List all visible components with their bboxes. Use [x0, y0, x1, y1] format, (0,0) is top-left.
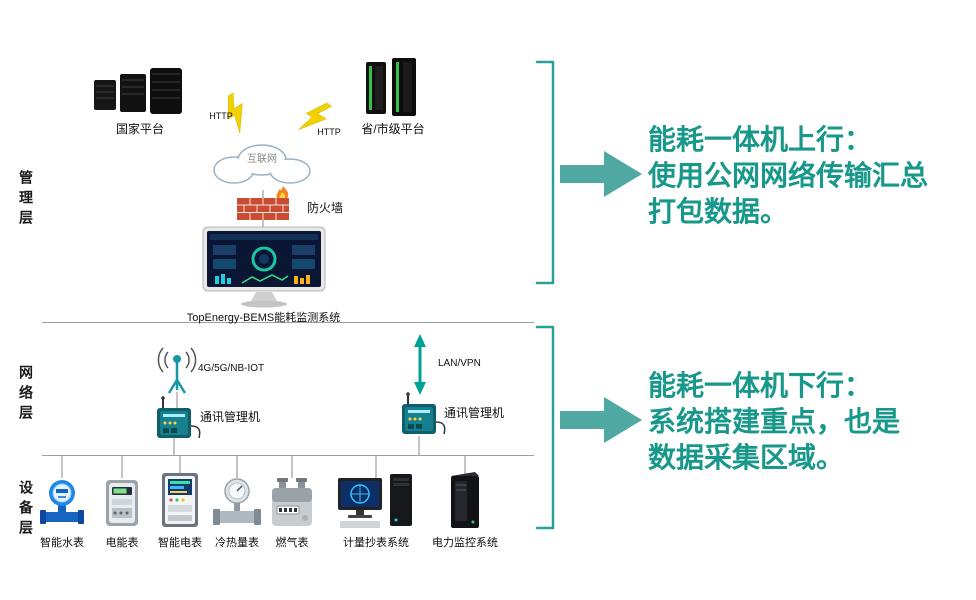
uplink-annotation-line3: 打包数据。 — [648, 196, 789, 227]
uplink-block-arrow — [560, 151, 642, 197]
internet-cloud-icon — [206, 140, 318, 195]
layer-label-device: 设备层 — [18, 480, 34, 540]
divider-management-network — [42, 322, 534, 323]
downlink-bracket — [535, 325, 555, 530]
downlink-annotation-title: 能耗一体机下行： — [648, 370, 873, 401]
layer-label-management: 管理层 — [18, 170, 34, 230]
comm-manager-right-icon — [398, 392, 450, 445]
device-label-metering-system: 计量抄表系统 — [343, 537, 409, 549]
energy-meter-icon — [102, 478, 142, 533]
wireless-network-label: 4G/5G/NB-IOT — [198, 363, 265, 374]
national-platform-servers-icon — [92, 64, 187, 121]
power-monitoring-server-icon — [445, 472, 485, 535]
device-label-water-meter: 智能水表 — [40, 537, 84, 549]
device-label-heat-meter: 冷热量表 — [215, 537, 259, 549]
uplink-annotation-line2: 使用公网网络传输汇总 — [648, 160, 929, 191]
internet-cloud-label: 互联网 — [247, 154, 277, 165]
device-label-power-monitoring: 电力监控系统 — [432, 537, 498, 549]
lan-vpn-double-arrow — [414, 334, 426, 395]
provincial-platform-servers-icon — [362, 56, 422, 123]
uplink-bracket — [535, 60, 555, 285]
smart-meter-icon — [158, 473, 202, 534]
lightning-bolt-left-icon — [215, 90, 260, 140]
downlink-annotation: 能耗一体机下行： 系统搭建重点，也是 数据采集区域。 — [648, 368, 976, 476]
uplink-annotation-title: 能耗一体机上行： — [648, 124, 873, 155]
device-label-energy-meter: 电能表 — [105, 537, 139, 549]
http-label-left: HTTP — [209, 111, 233, 121]
http-label-right: HTTP — [317, 127, 341, 137]
comm-manager-right-label: 通讯管理机 — [444, 406, 505, 420]
comm-manager-left-icon — [153, 396, 205, 449]
comm-manager-left-label: 通讯管理机 — [200, 410, 261, 424]
metering-system-icon — [338, 472, 414, 535]
device-label-gas-meter: 燃气表 — [275, 537, 309, 549]
national-platform-label: 国家平台 — [115, 122, 164, 136]
divider-network-device — [42, 455, 534, 456]
firewall-label: 防火墙 — [306, 201, 343, 215]
gas-meter-icon — [269, 478, 315, 533]
lan-vpn-label: LAN/VPN — [438, 358, 481, 369]
firewall-icon — [237, 186, 295, 225]
uplink-annotation: 能耗一体机上行： 使用公网网络传输汇总 打包数据。 — [648, 122, 976, 230]
downlink-annotation-line3: 数据采集区域。 — [648, 442, 845, 473]
device-label-smart-meter: 智能电表 — [158, 537, 202, 549]
bems-monitor-icon — [202, 226, 326, 313]
water-meter-icon — [40, 478, 84, 533]
bems-monitor-caption: TopEnergy-BEMS能耗监测系统 — [186, 312, 341, 324]
heat-meter-icon — [213, 477, 261, 534]
provincial-platform-label: 省/市级平台 — [361, 122, 425, 136]
downlink-block-arrow — [560, 397, 642, 443]
downlink-annotation-line2: 系统搭建重点，也是 — [648, 406, 901, 437]
wireless-antenna-icon — [155, 346, 199, 399]
layer-label-network: 网络层 — [18, 365, 34, 425]
lightning-bolt-right-icon — [291, 94, 336, 144]
